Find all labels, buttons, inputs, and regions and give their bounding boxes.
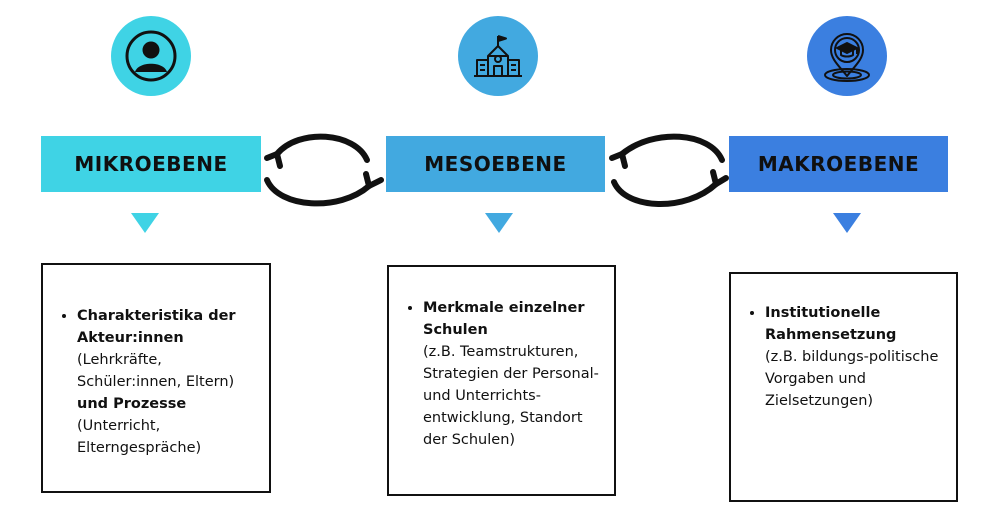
cycle-arrows-icon (264, 133, 384, 207)
mikroebene-title: MIKROEBENE (74, 152, 228, 176)
mikro-bullet: Charakteristika der Akteur:innen (Lehrkr… (77, 305, 255, 459)
makro-bullet: Institutionelle Rahmensetzung (z.B. bild… (765, 302, 942, 412)
mikro-text-2: (Unterricht, Elterngespräche) (77, 418, 202, 456)
mikro-description-box: Charakteristika der Akteur:innen (Lehrkr… (41, 263, 271, 493)
meso-bold-1: Merkmale einzelner Schulen (423, 300, 585, 338)
makro-icon-circle (807, 16, 887, 96)
meso-pointer (485, 213, 513, 233)
meso-bullet: Merkmale einzelner Schulen (z.B. Teamstr… (423, 297, 604, 451)
mesoebene-banner: MESOEBENE (386, 136, 605, 192)
mikro-icon-circle (111, 16, 191, 96)
person-icon (125, 30, 177, 82)
makro-pointer (833, 213, 861, 233)
mikro-pointer (131, 213, 159, 233)
mikro-bold-2: und Prozesse (77, 396, 187, 412)
makro-description-box: Institutionelle Rahmensetzung (z.B. bild… (729, 272, 958, 502)
makro-bold-1: Institutionelle Rahmensetzung (765, 305, 897, 343)
makro-text-1: (z.B. bildungs-politische Vorgaben und Z… (765, 349, 939, 409)
makroebene-title: MAKROEBENE (757, 152, 920, 176)
mesoebene-title: MESOEBENE (424, 152, 567, 176)
cycle-arrows-icon (609, 133, 729, 207)
mikro-bold-1: Charakteristika der Akteur:innen (77, 308, 236, 346)
meso-icon-circle (458, 16, 538, 96)
meso-text-1: (z.B. Teamstrukturen, Strategien der Per… (423, 344, 599, 448)
school-building-icon (474, 35, 522, 77)
makroebene-banner: MAKROEBENE (729, 136, 948, 192)
mikroebene-banner: MIKROEBENE (41, 136, 261, 192)
mikro-text-1: (Lehrkräfte, Schüler:innen, Eltern) (77, 352, 235, 390)
graduation-cap-pin-icon (824, 33, 870, 82)
meso-description-box: Merkmale einzelner Schulen (z.B. Teamstr… (387, 265, 616, 496)
